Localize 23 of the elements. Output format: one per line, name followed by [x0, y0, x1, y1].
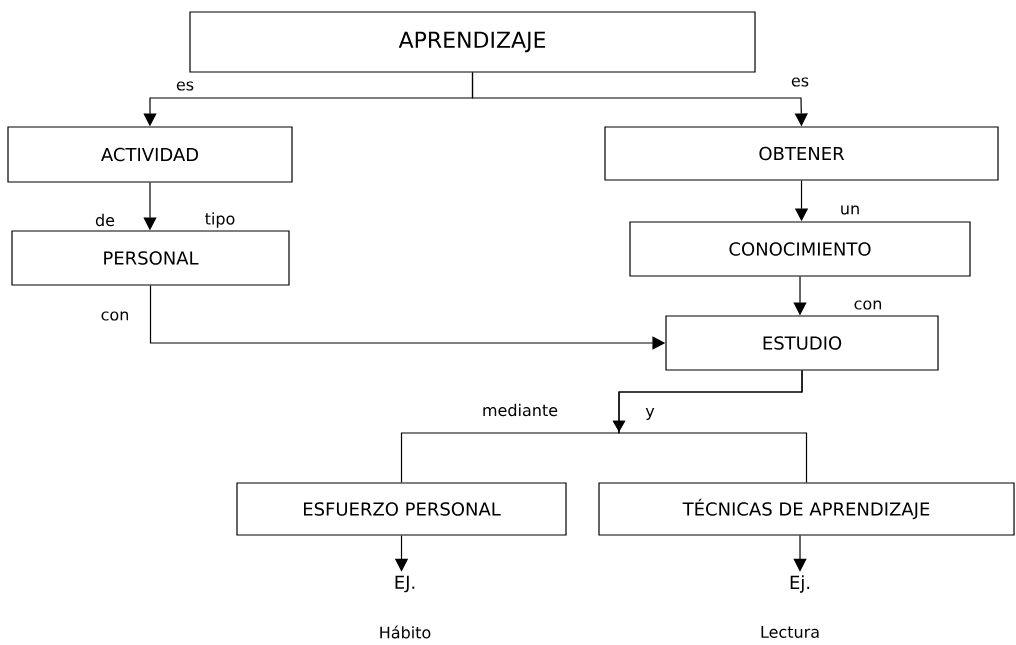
- concept-box: OBTENER: [604, 126, 999, 181]
- arrow: [793, 535, 807, 572]
- concept-box: ESTUDIO: [665, 315, 939, 371]
- label-text: tipo: [205, 212, 235, 228]
- edge-label: con: [99, 310, 131, 322]
- example-text: Ej.: [790, 575, 810, 593]
- edge-label: es: [174, 80, 196, 92]
- arrow: [612, 370, 808, 483]
- concept-box: ESFUERZO PERSONAL: [236, 482, 567, 536]
- edge-label: y: [644, 406, 656, 422]
- edge-label: es: [789, 76, 811, 88]
- label-text: Hábito: [380, 625, 431, 639]
- concept-box: ACTIVIDAD: [7, 126, 293, 183]
- edge-label: un: [838, 204, 862, 216]
- concept-box: PERSONAL: [11, 230, 290, 286]
- label-text: Lectura: [761, 626, 819, 638]
- edge-label: mediante: [480, 402, 560, 418]
- concept-box: APRENDIZAJE: [189, 11, 756, 73]
- example-text: EJ.: [395, 575, 415, 593]
- edge-label: de: [94, 212, 116, 228]
- concept-box: TÉCNICAS DE APRENDIZAJE: [598, 482, 1015, 536]
- edge-label: con: [852, 299, 884, 311]
- concept-box: CONOCIMIENTO: [629, 221, 971, 277]
